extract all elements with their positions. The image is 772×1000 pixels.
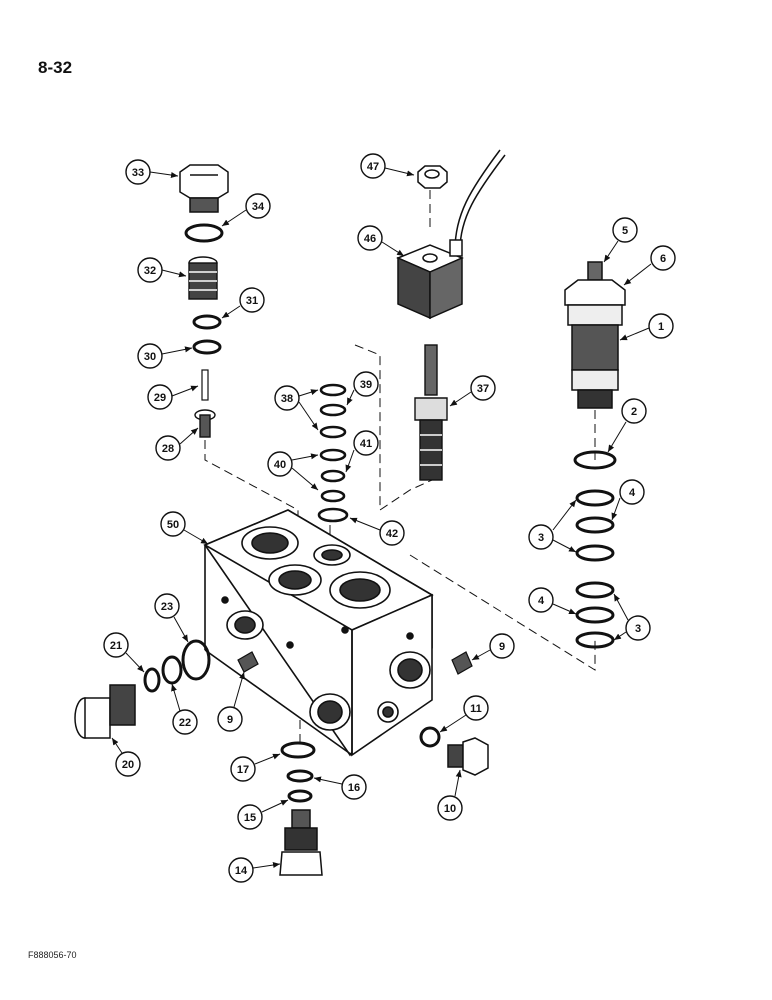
seal-stack-38-42 xyxy=(317,383,349,523)
callout-3a: 3 xyxy=(528,499,577,553)
callout-28: 28 xyxy=(155,427,199,461)
svg-text:14: 14 xyxy=(235,865,248,877)
svg-text:47: 47 xyxy=(367,161,379,173)
svg-text:38: 38 xyxy=(281,393,293,405)
callout-40: 40 xyxy=(267,451,319,491)
callout-29: 29 xyxy=(147,384,199,410)
poppet-28 xyxy=(194,409,216,438)
callout-21: 21 xyxy=(103,632,145,673)
svg-text:1: 1 xyxy=(658,321,664,333)
callout-32: 32 xyxy=(137,257,187,283)
callout-31: 31 xyxy=(221,287,265,319)
svg-text:33: 33 xyxy=(132,167,144,179)
seals-15-17 xyxy=(280,741,316,803)
svg-text:20: 20 xyxy=(122,759,134,771)
svg-text:15: 15 xyxy=(244,812,256,824)
svg-text:32: 32 xyxy=(144,265,156,277)
cartridge-37 xyxy=(414,344,448,481)
svg-text:23: 23 xyxy=(161,601,173,613)
svg-text:22: 22 xyxy=(179,717,191,729)
cartridge-14 xyxy=(279,809,323,876)
seal-stack-2-4 xyxy=(573,450,617,649)
svg-text:50: 50 xyxy=(167,519,179,531)
callout-47: 47 xyxy=(360,153,415,179)
set-screw-9b xyxy=(451,651,473,675)
callout-4a: 4 xyxy=(611,479,645,521)
callout-6: 6 xyxy=(623,245,676,286)
callout-16: 16 xyxy=(313,774,367,800)
svg-text:4: 4 xyxy=(538,595,545,607)
callout-39: 39 xyxy=(346,371,379,406)
callout-20: 20 xyxy=(111,737,141,777)
plug-33 xyxy=(179,164,229,213)
valve-body xyxy=(203,509,434,757)
callout-15: 15 xyxy=(237,799,289,830)
svg-text:16: 16 xyxy=(348,782,360,794)
callout-10: 10 xyxy=(437,769,463,821)
callout-50: 50 xyxy=(160,511,209,545)
callout-17: 17 xyxy=(230,753,281,782)
callout-14: 14 xyxy=(228,857,281,883)
svg-text:40: 40 xyxy=(274,459,286,471)
svg-text:9: 9 xyxy=(227,714,233,726)
callouts: 33 34 32 31 30 29 28 47 46 37 38 39 40 4… xyxy=(103,153,676,883)
svg-text:42: 42 xyxy=(386,528,398,540)
callout-41: 41 xyxy=(345,430,379,473)
svg-text:6: 6 xyxy=(660,253,666,265)
o-ring-34 xyxy=(184,223,224,243)
coil-46 xyxy=(396,239,464,320)
callout-4b: 4 xyxy=(528,587,577,615)
figure-code: F888056-70 xyxy=(28,950,77,960)
svg-text:9: 9 xyxy=(499,641,505,653)
relief-valve-1 xyxy=(564,261,626,409)
callout-33: 33 xyxy=(125,159,179,185)
callout-5: 5 xyxy=(603,217,638,263)
callout-42: 42 xyxy=(349,517,405,546)
svg-text:31: 31 xyxy=(246,295,258,307)
callout-3b: 3 xyxy=(613,593,651,641)
svg-text:46: 46 xyxy=(364,233,376,245)
svg-text:4: 4 xyxy=(629,487,636,499)
svg-text:39: 39 xyxy=(360,379,372,391)
svg-text:37: 37 xyxy=(477,383,489,395)
svg-text:2: 2 xyxy=(631,406,637,418)
svg-text:5: 5 xyxy=(622,225,628,237)
svg-text:10: 10 xyxy=(444,803,456,815)
callout-23: 23 xyxy=(154,593,189,643)
o-rings-30-31 xyxy=(192,314,222,355)
callout-34: 34 xyxy=(221,193,271,227)
svg-text:41: 41 xyxy=(360,438,372,450)
callout-37: 37 xyxy=(449,375,496,407)
callout-22: 22 xyxy=(171,683,198,735)
callout-2: 2 xyxy=(607,398,647,453)
callout-1: 1 xyxy=(619,313,674,341)
svg-text:28: 28 xyxy=(162,443,174,455)
callout-30: 30 xyxy=(137,343,193,369)
plug-10 xyxy=(447,737,489,776)
svg-text:11: 11 xyxy=(470,703,482,715)
callout-38: 38 xyxy=(274,385,319,431)
svg-text:30: 30 xyxy=(144,351,156,363)
svg-text:21: 21 xyxy=(110,640,122,652)
callout-9b: 9 xyxy=(471,633,515,661)
seals-21-23 xyxy=(143,639,211,693)
page-number: 8-32 xyxy=(38,58,73,77)
spring-32 xyxy=(188,256,218,300)
pin-29 xyxy=(201,369,209,401)
cartridge-20 xyxy=(74,684,136,739)
callout-9a: 9 xyxy=(217,671,245,732)
set-screw-9a xyxy=(237,651,259,673)
callout-11: 11 xyxy=(439,695,489,733)
svg-text:34: 34 xyxy=(252,201,265,213)
seal-11 xyxy=(419,726,441,748)
svg-text:17: 17 xyxy=(237,764,249,776)
svg-text:3: 3 xyxy=(635,623,641,635)
callout-46: 46 xyxy=(357,225,405,257)
nut-47 xyxy=(417,165,448,189)
wire xyxy=(454,149,506,251)
svg-text:29: 29 xyxy=(154,392,166,404)
svg-text:3: 3 xyxy=(538,532,544,544)
